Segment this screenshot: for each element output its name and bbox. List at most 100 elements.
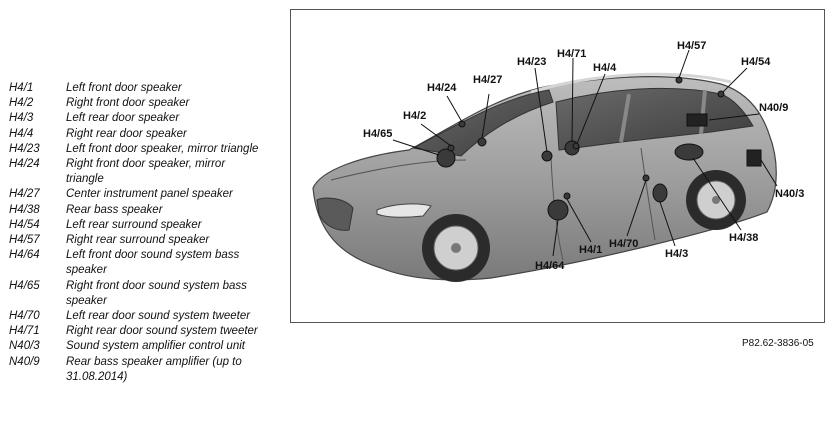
leader-line — [534, 67, 548, 153]
door-line — [640, 147, 656, 241]
legend-code: H4/65 — [9, 279, 40, 292]
leader-line — [626, 179, 647, 237]
callout-h4-65: H4/65 — [363, 128, 393, 140]
callout-n40-3: N40/3 — [775, 188, 805, 200]
leader-line — [420, 123, 452, 147]
callout-h4-3: H4/3 — [665, 248, 689, 260]
figure-reference-code: P82.62-3836-05 — [742, 338, 814, 349]
window-pillar — [619, 93, 631, 143]
legend-desc: Left front door speaker — [66, 82, 182, 94]
legend-row-h4-24: H4/24 Right front door speaker, mirror tr… — [9, 157, 279, 187]
callout-h4-57: H4/57 — [677, 40, 707, 52]
legend-code: H4/71 — [9, 325, 40, 338]
legend-code: H4/24 — [9, 158, 40, 171]
legend-row-h4-71: H4/71 Right rear door sound system tweete… — [9, 324, 279, 339]
speaker-h4-54 — [717, 90, 725, 98]
leader-line — [692, 157, 742, 231]
legend-code: H4/23 — [9, 142, 40, 155]
legend-desc: Left front door speaker, mirror triangle — [66, 142, 259, 155]
speaker-h4-3 — [652, 183, 668, 203]
speaker-h4-2 — [447, 144, 455, 152]
leader-line — [566, 198, 592, 243]
legend-desc: Sound system amplifier control unit — [66, 340, 245, 353]
legend-code: H4/64 — [9, 249, 40, 262]
legend-code: H4/1 — [9, 82, 34, 94]
legend-code: H4/38 — [9, 203, 40, 216]
amplifier-n40-9 — [686, 113, 708, 127]
callout-h4-70: H4/70 — [609, 238, 639, 250]
front-wheel — [422, 214, 490, 282]
legend-desc: Left rear door speaker — [66, 112, 180, 125]
speaker-h4-4 — [572, 142, 580, 150]
callout-h4-38: H4/38 — [729, 232, 759, 244]
leader-line — [576, 73, 606, 145]
leader-line — [659, 201, 676, 247]
legend-row-n40-3: N40/3 Sound system amplifier control unit — [9, 339, 279, 354]
callout-h4-27: H4/27 — [473, 74, 503, 86]
legend-row-h4-3: H4/3 Left rear door speaker — [9, 111, 279, 126]
callout-h4-64: H4/64 — [535, 260, 565, 272]
leader-line — [571, 57, 574, 143]
legend-row-h4-54: H4/54 Left rear surround speaker — [9, 218, 279, 233]
speaker-h4-23 — [541, 150, 553, 162]
legend-desc: Right front door speaker — [66, 97, 190, 110]
legend-desc: Left front door sound system bass speake… — [66, 249, 240, 277]
legend-desc: Rear bass speaker — [66, 203, 163, 216]
legend-row-h4-4: H4/4 Right rear door speaker — [9, 127, 279, 142]
legend-desc: Right rear door sound system tweeter — [66, 325, 258, 338]
legend-code: H4/70 — [9, 310, 40, 323]
legend-row-h4-27: H4/27 Center instrument panel speaker — [9, 187, 279, 202]
callout-h4-71: H4/71 — [557, 48, 587, 60]
callout-n40-9: N40/9 — [759, 102, 789, 114]
leader-line — [446, 95, 463, 123]
rear-wheel — [686, 170, 746, 230]
legend-code: H4/27 — [9, 188, 40, 201]
speaker-h4-65 — [436, 148, 456, 168]
legend-desc: Left rear surround speaker — [66, 218, 202, 231]
legend-code: N40/9 — [9, 355, 40, 368]
legend-row-h4-1: H4/1 Left front door speaker — [9, 81, 279, 96]
leader-line — [708, 113, 760, 121]
roof-rail — [530, 72, 732, 94]
legend-code: H4/57 — [9, 234, 40, 247]
grille — [316, 197, 354, 231]
legend-row-h4-2: H4/2 Right front door speaker — [9, 96, 279, 111]
legend-code: H4/4 — [9, 127, 34, 140]
callout-h4-4: H4/4 — [593, 62, 617, 74]
leader-line — [481, 93, 490, 139]
callout-h4-1: H4/1 — [579, 244, 603, 256]
legend-code: H4/54 — [9, 218, 40, 231]
legend-code: H4/2 — [9, 97, 34, 110]
callout-h4-2: H4/2 — [403, 110, 427, 122]
legend-code: N40/3 — [9, 340, 40, 353]
car-speaker-diagram: H4/57 H4/54 H4/71 H4/23 H4/4 H4/27 H4/24… — [290, 9, 825, 323]
car-illustration — [312, 49, 778, 282]
headlight — [376, 203, 432, 218]
legend-row-h4-65: H4/65 Right front door sound system bass … — [9, 279, 279, 309]
leader-line — [722, 67, 748, 93]
callout-h4-23: H4/23 — [517, 56, 547, 68]
speaker-h4-38 — [674, 143, 704, 161]
legend-desc: Right front door speaker, mirror triangl… — [66, 158, 226, 186]
legend-desc: Right rear surround speaker — [66, 234, 210, 247]
speaker-h4-64 — [547, 199, 569, 221]
amplifier-n40-3 — [746, 149, 762, 167]
speaker-h4-27 — [477, 137, 487, 147]
legend-desc: Right rear door speaker — [66, 127, 187, 140]
legend-row-h4-38: H4/38 Rear bass speaker — [9, 203, 279, 218]
leader-lines — [392, 49, 778, 257]
window-pillar — [699, 89, 707, 135]
legend-row-h4-64: H4/64 Left front door sound system bass s… — [9, 248, 279, 278]
speaker-h4-1 — [563, 192, 571, 200]
leader-line — [392, 139, 440, 156]
legend-desc: Center instrument panel speaker — [66, 188, 233, 201]
callout-h4-24: H4/24 — [427, 82, 457, 94]
legend-code: H4/3 — [9, 112, 34, 125]
legend-row-h4-23: H4/23 Left front door speaker, mirror tri… — [9, 142, 279, 157]
leader-line — [760, 159, 778, 187]
callout-h4-54: H4/54 — [741, 56, 771, 68]
legend-desc: Right front door sound system bass speak… — [66, 279, 247, 307]
leader-line — [552, 219, 559, 257]
